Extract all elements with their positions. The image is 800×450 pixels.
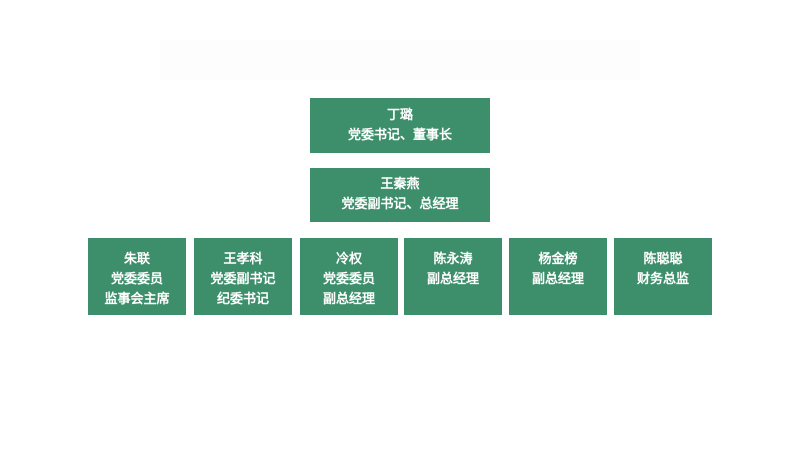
org-node-chairman: 丁璐 党委书记、董事长 bbox=[310, 98, 490, 153]
org-node-member: 冷权 党委委员 副总经理 bbox=[300, 238, 398, 315]
node-name: 陈聪聪 bbox=[643, 252, 683, 267]
node-title: 副总经理 bbox=[531, 272, 584, 287]
org-node-general-manager: 王秦燕 党委副书记、总经理 bbox=[310, 168, 490, 222]
node-title: 党委副书记 bbox=[210, 272, 276, 287]
org-node-member: 陈聪聪 财务总监 bbox=[614, 238, 712, 315]
node-title: 党委委员 bbox=[322, 272, 375, 287]
node-title: 副总经理 bbox=[322, 292, 375, 307]
node-name: 杨金榜 bbox=[538, 252, 578, 267]
node-title: 党委副书记、总经理 bbox=[341, 197, 459, 212]
node-title: 党委委员 bbox=[110, 272, 163, 287]
org-node-member: 杨金榜 副总经理 bbox=[509, 238, 607, 315]
org-node-member: 朱联 党委委员 监事会主席 bbox=[88, 238, 186, 315]
node-name: 王孝科 bbox=[223, 252, 263, 267]
faded-title-watermark bbox=[160, 40, 640, 80]
node-name: 丁璐 bbox=[386, 107, 413, 123]
node-title: 监事会主席 bbox=[104, 292, 170, 307]
node-name: 朱联 bbox=[123, 252, 150, 267]
node-title: 党委书记、董事长 bbox=[347, 127, 452, 143]
node-name: 陈永涛 bbox=[433, 252, 473, 267]
node-title: 财务总监 bbox=[636, 272, 689, 287]
node-name: 冷权 bbox=[335, 252, 362, 267]
node-title: 纪委书记 bbox=[216, 292, 269, 307]
node-name: 王秦燕 bbox=[380, 177, 420, 192]
org-node-member: 陈永涛 副总经理 bbox=[404, 238, 502, 315]
node-title: 副总经理 bbox=[426, 272, 479, 287]
org-node-member: 王孝科 党委副书记 纪委书记 bbox=[194, 238, 292, 315]
